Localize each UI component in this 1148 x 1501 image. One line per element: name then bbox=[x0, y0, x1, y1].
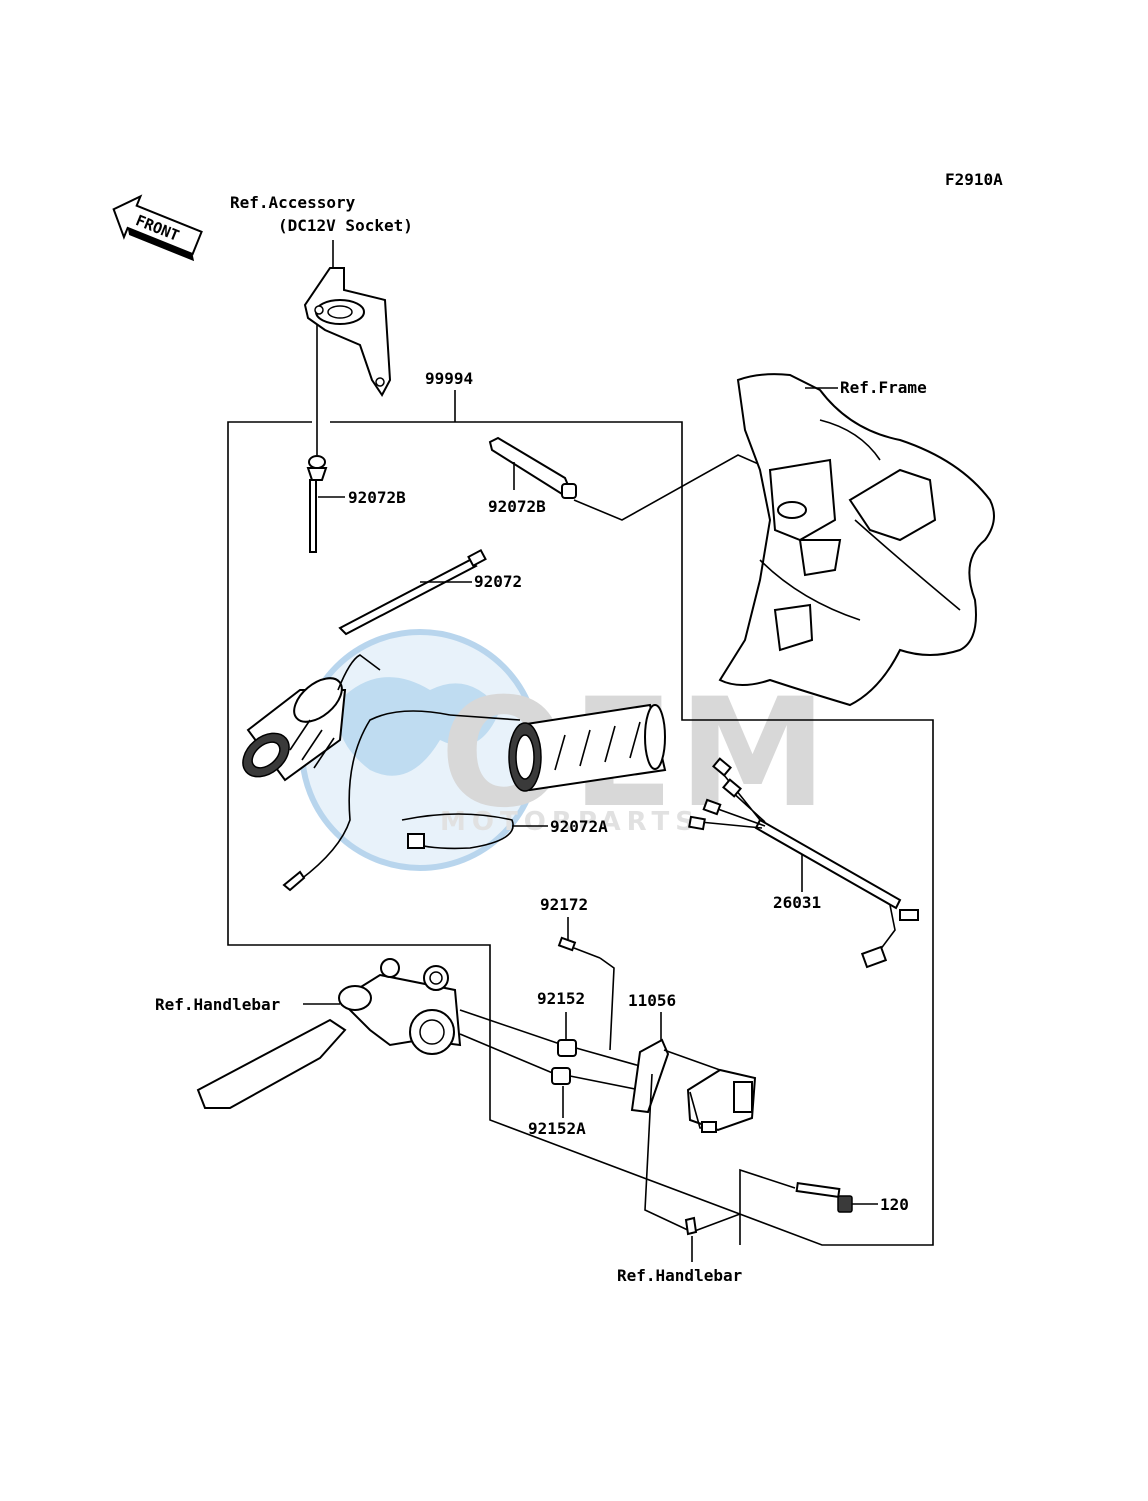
band-92072 bbox=[338, 548, 487, 636]
label-harness: 26031 bbox=[773, 893, 821, 912]
left-grip-wire bbox=[299, 710, 451, 881]
bracket-11056 bbox=[630, 1038, 670, 1114]
clip-92072b-left bbox=[306, 455, 328, 553]
label-band: 92072 bbox=[474, 572, 522, 591]
label-ref-accessory: Ref.Accessory bbox=[230, 193, 356, 212]
label-clip-b-left: 92072B bbox=[348, 488, 406, 507]
label-bracket: 11056 bbox=[628, 991, 676, 1010]
label-collar: 92152 bbox=[537, 989, 585, 1008]
socket-bracket bbox=[303, 267, 392, 397]
clip-92072b-right bbox=[488, 436, 577, 499]
label-kit: 99994 bbox=[425, 369, 473, 388]
clamp-ref bbox=[684, 1216, 698, 1236]
watermark: OEM MOTORPARTS bbox=[299, 629, 827, 871]
harness-26031 bbox=[688, 757, 919, 969]
frame-fairing bbox=[718, 373, 995, 707]
collar-92152a bbox=[551, 1067, 571, 1085]
bolt-120 bbox=[795, 1181, 853, 1213]
label-screw: 92172 bbox=[540, 895, 588, 914]
lever-assembly bbox=[196, 958, 462, 1109]
grip-right bbox=[508, 703, 667, 792]
label-ref-handlebar-bottom: Ref.Handlebar bbox=[617, 1266, 742, 1285]
label-collar-a: 92152A bbox=[528, 1119, 586, 1138]
collar-92152 bbox=[557, 1039, 577, 1057]
label-ref-accessory-sub: (DC12V Socket) bbox=[278, 216, 413, 235]
front-arrow-icon: FRONT bbox=[112, 194, 203, 262]
label-ref-frame: Ref.Frame bbox=[840, 378, 927, 397]
label-clip-b-right: 92072B bbox=[488, 497, 546, 516]
label-bolt: 120 bbox=[880, 1195, 909, 1214]
screw-92172 bbox=[557, 936, 601, 959]
grip-left bbox=[242, 654, 381, 782]
band-92072a bbox=[401, 813, 514, 850]
figure-code: F2910A bbox=[945, 170, 1003, 189]
label-ref-handlebar-left: Ref.Handlebar bbox=[155, 995, 280, 1014]
switch-housing bbox=[686, 1068, 757, 1133]
label-band-a: 92072A bbox=[550, 817, 608, 836]
watermark-sub: MOTORPARTS bbox=[440, 807, 700, 837]
kit-outline bbox=[227, 421, 934, 1246]
